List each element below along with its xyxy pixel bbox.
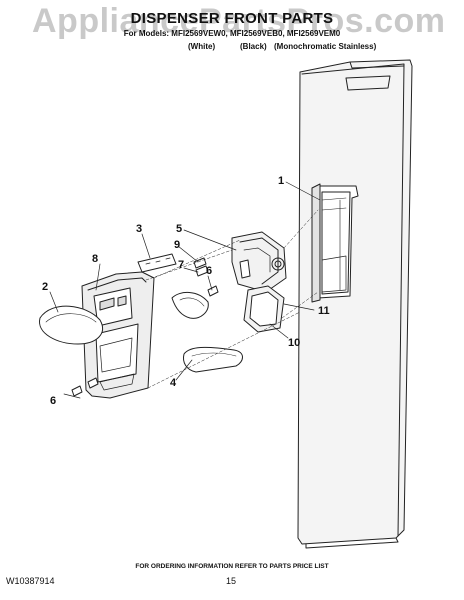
water-tray-grille: [243, 285, 285, 333]
ice-door-flap: [171, 292, 209, 319]
page-title: DISPENSER FRONT PARTS: [130, 10, 334, 27]
page-number: 15: [226, 576, 237, 586]
screw-7: [195, 265, 209, 277]
dispenser-bezel: [81, 271, 155, 399]
callout-9: 9: [174, 239, 180, 251]
control-board: [137, 253, 177, 273]
door-panel: [297, 59, 413, 549]
callout-3: 3: [136, 223, 142, 235]
variant-stainless: (Monochromatic Stainless): [274, 42, 377, 51]
dispenser-paddle: [39, 305, 103, 345]
drip-tray: [183, 346, 243, 373]
document-number: W10387914: [6, 576, 55, 586]
dispenser-housing: [311, 183, 359, 303]
callout-6-lower: 6: [50, 395, 56, 407]
callout-5: 5: [176, 223, 182, 235]
callout-6-upper: 6: [206, 265, 212, 277]
screw-6-upper: [207, 285, 219, 297]
variant-white: (White): [188, 42, 216, 51]
actuator-assembly: [231, 231, 287, 293]
screw-9: [193, 257, 207, 269]
callout-11: 11: [318, 305, 330, 317]
assembly-lines: [145, 209, 319, 389]
callout-1: 1: [278, 175, 284, 187]
callout-8: 8: [92, 253, 98, 265]
callout-10: 10: [288, 337, 300, 349]
screw-6-lower-b: [87, 377, 99, 389]
callout-2: 2: [42, 281, 48, 293]
model-numbers: For Models: MFI2569VEW0, MFI2569VEB0, MF…: [123, 29, 341, 38]
screw-6-lower-a: [71, 385, 83, 397]
callout-7: 7: [178, 259, 184, 271]
callout-4: 4: [170, 377, 177, 389]
screws: [71, 257, 219, 397]
ordering-info: FOR ORDERING INFORMATION REFER TO PARTS …: [135, 563, 329, 570]
watermark: AppliancePartsPros.com: [32, 2, 446, 40]
callouts: 1 2 3 4 5 6 6 7 8 9 10 11: [42, 175, 330, 407]
variant-black: (Black): [240, 42, 267, 51]
